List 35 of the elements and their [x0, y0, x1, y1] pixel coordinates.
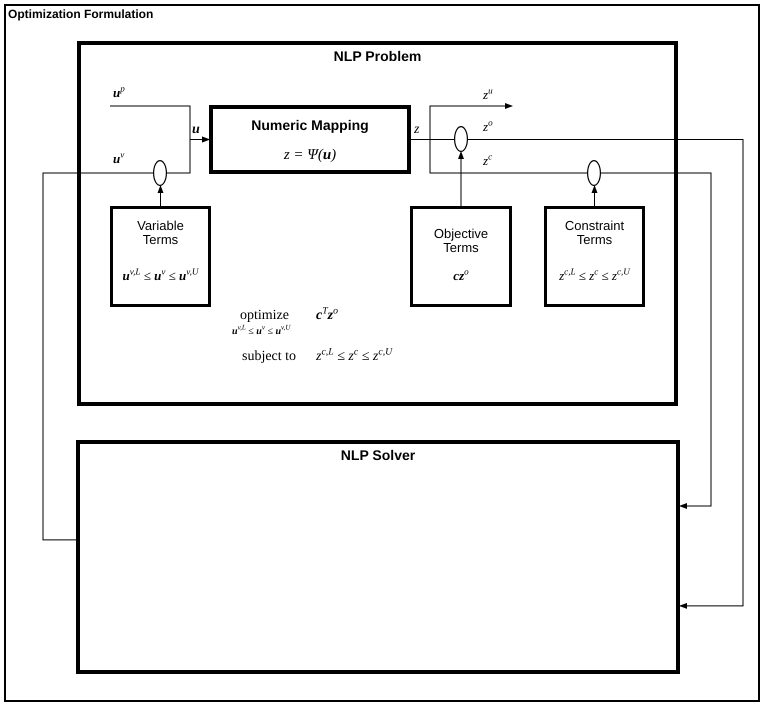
box-title: Variable Terms	[136, 219, 185, 248]
variable-label: u	[192, 122, 200, 138]
formula: u$^{v,L}$ ≤ u$^{v}$ ≤ u$^{v,U}$	[122, 269, 200, 284]
edge-label: u$^{p}$	[112, 86, 126, 100]
group-box	[76, 440, 680, 674]
frame-box	[4, 4, 760, 702]
arrow	[592, 185, 598, 206]
variable-label: z	[414, 122, 420, 138]
process-box	[209, 105, 411, 174]
frame-title: Optimization Formulation	[8, 8, 154, 22]
formula-text: c$^{T}$z$^{o}$	[316, 308, 338, 324]
group-title: NLP Problem	[332, 49, 422, 64]
formula: z = Ψ(u)	[282, 147, 338, 164]
box-title: Numeric Mapping	[250, 118, 370, 134]
formula-text: optimize	[240, 308, 289, 324]
arrow	[42, 136, 210, 540]
formula: cz$^{o}$	[452, 269, 470, 284]
edge-label: u$^{v}$	[112, 152, 126, 166]
box-title: Constraint Terms	[564, 219, 626, 248]
process-box	[110, 206, 211, 307]
formula-text: z$^{c,L}$ ≤ z$^{c}$ ≤ z$^{c,U}$	[316, 349, 392, 364]
oval-symbol	[153, 160, 167, 186]
box-title: Objective Terms	[432, 227, 490, 256]
oval-symbol	[454, 126, 468, 152]
formula: z$^{c,L}$ ≤ z$^{c}$ ≤ z$^{c,U}$	[558, 269, 632, 284]
formula-text: u$^{v,L}$ ≤ u$^{v}$ ≤ u$^{v,U}$	[232, 326, 290, 337]
arrow	[458, 151, 464, 206]
formula-text: subject to	[242, 349, 296, 364]
oval-symbol	[587, 160, 601, 186]
arrow	[410, 139, 712, 509]
process-box	[410, 206, 512, 307]
process-box	[544, 206, 645, 307]
group-box	[77, 41, 678, 406]
group-title: NLP Solver	[340, 448, 416, 464]
arrow	[158, 185, 164, 206]
